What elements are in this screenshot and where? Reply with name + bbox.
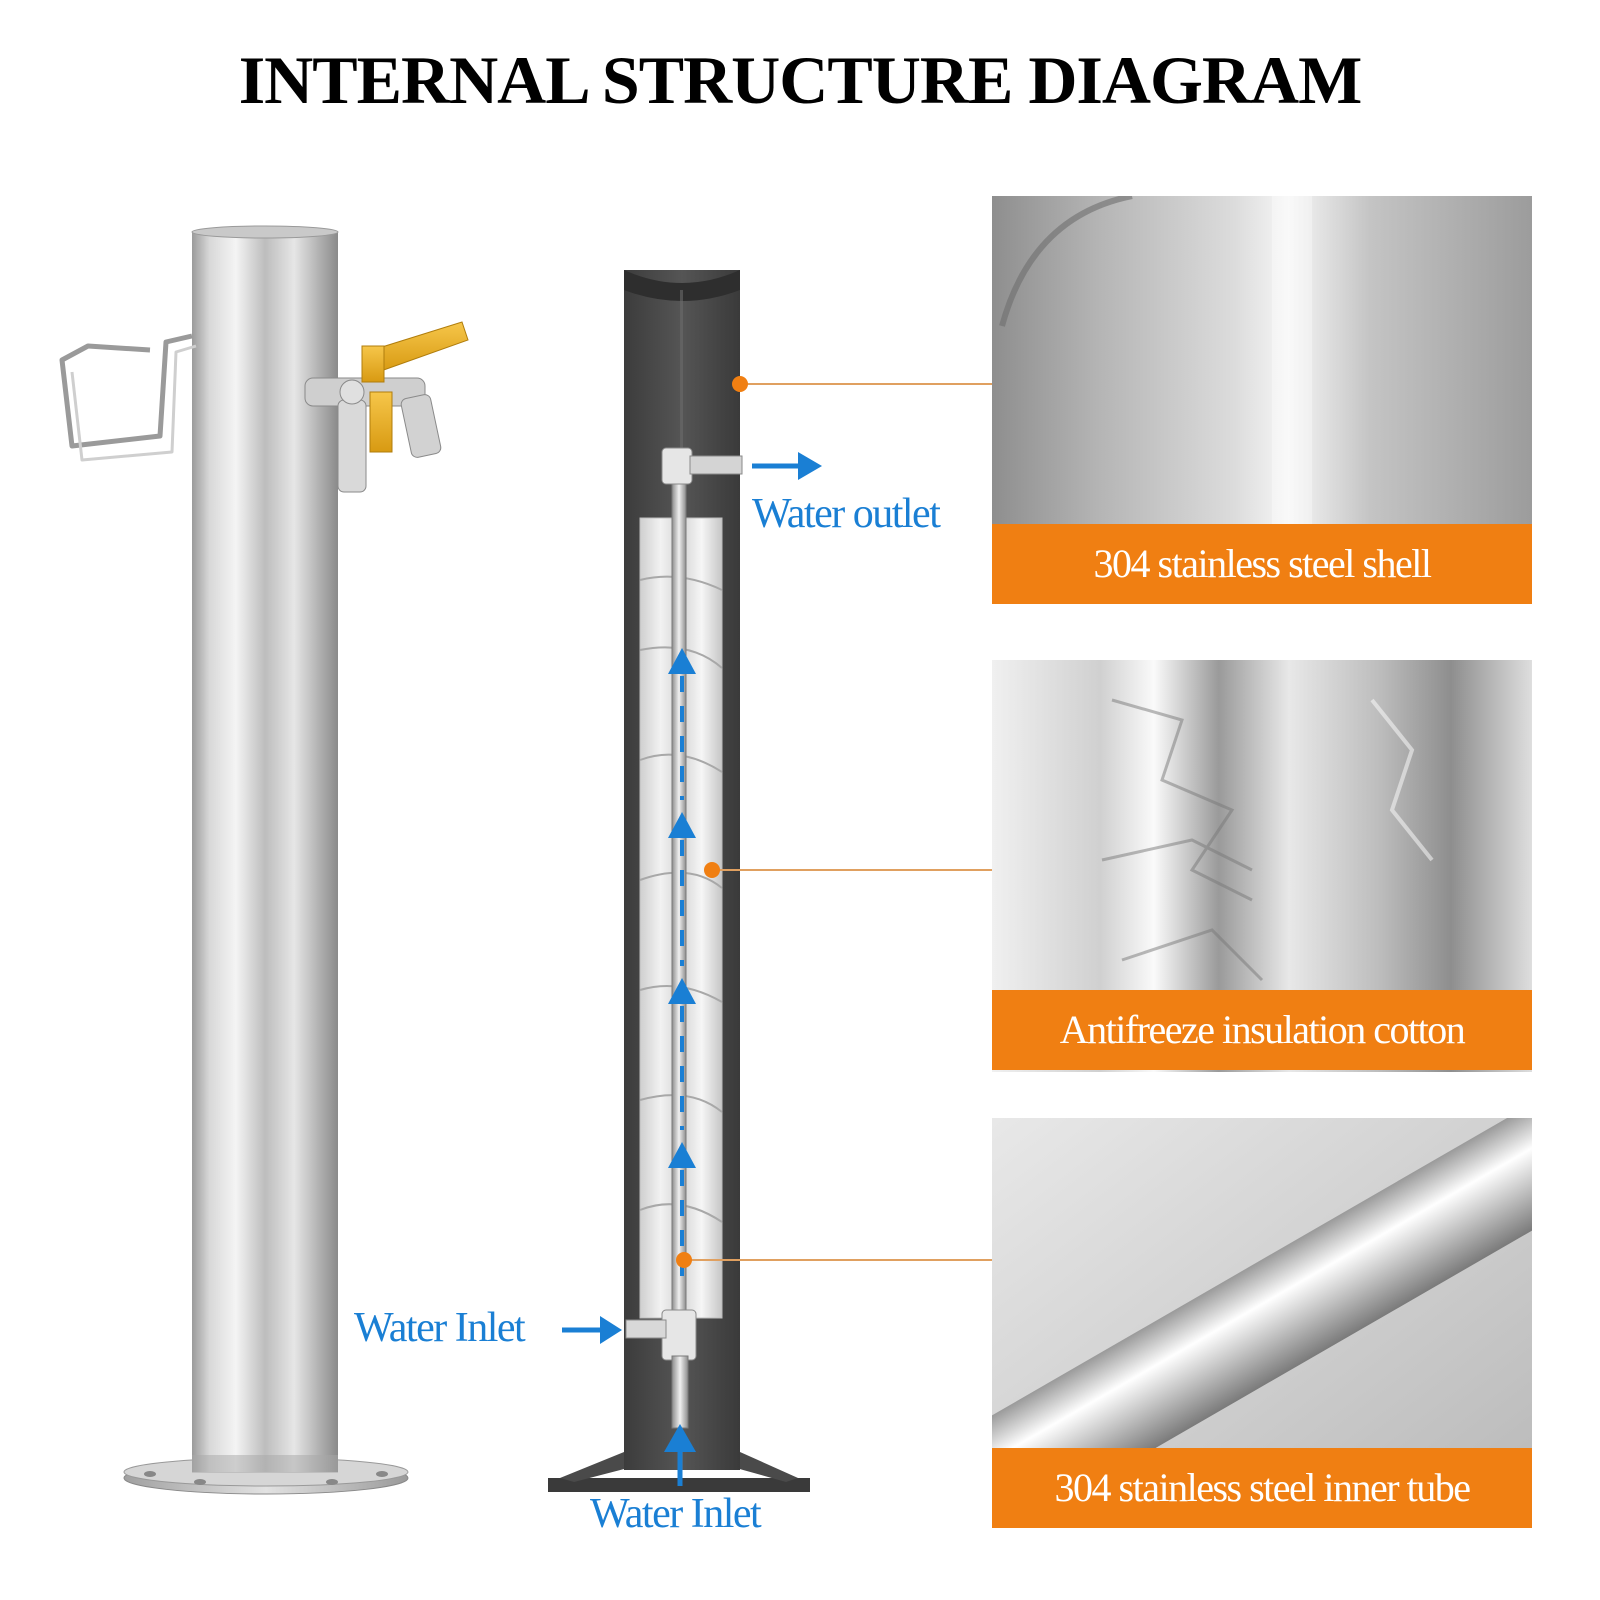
post-exterior [59, 225, 469, 1495]
water-inlet-bottom-label: Water Inlet [590, 1491, 762, 1537]
post-cutaway [548, 270, 992, 1492]
water-outlet-label: Water outlet [752, 491, 941, 537]
leader-lines [676, 376, 992, 1268]
panel-inner-tube: 304 stainless steel inner tube [992, 1118, 1532, 1528]
page-title: INTERNAL STRUCTURE DIAGRAM [238, 42, 1363, 118]
panel-shell-label: 304 stainless steel shell [992, 524, 1532, 604]
panel-inner-tube-label: 304 stainless steel inner tube [992, 1448, 1532, 1528]
panel-insulation: Antifreeze insulation cotton [992, 660, 1532, 1072]
panel-insulation-label: Antifreeze insulation cotton [992, 990, 1532, 1070]
panel-shell: 304 stainless steel shell [992, 196, 1532, 604]
water-inlet-side-label: Water Inlet [354, 1305, 526, 1351]
tap-icon [304, 321, 469, 493]
